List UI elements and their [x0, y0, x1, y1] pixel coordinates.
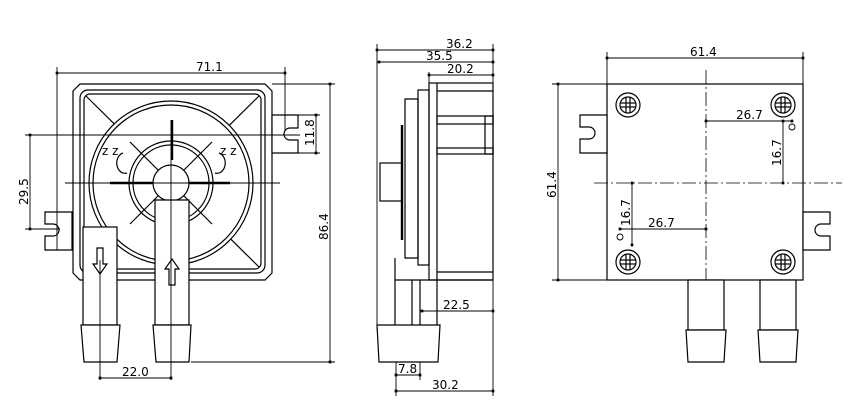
dim-front-width: 71.1	[196, 60, 223, 74]
dim-bottom-depth: 30.2	[432, 378, 459, 392]
side-view: 36.2 35.5 20.2 22.5 7.8 30.2	[375, 37, 495, 396]
rear-tube-left	[687, 279, 725, 331]
dim-overall-depth: 36.2	[446, 37, 473, 51]
dim-front-height: 86.4	[317, 213, 331, 240]
screw-hole-icon	[615, 249, 641, 275]
inlet-fitting	[152, 324, 192, 363]
svg-text:z z: z z	[220, 144, 236, 158]
mounting-tab-left	[44, 211, 73, 251]
crosshair-icon	[616, 233, 624, 241]
dim-hole-y-lower: 16.7	[619, 199, 633, 226]
side-flange	[417, 89, 430, 266]
dim-hole-x-lower: 26.7	[648, 216, 675, 230]
rotation-arrow-icon	[214, 152, 226, 174]
dim-motor-depth: 20.2	[447, 62, 474, 76]
screw-hole-icon	[615, 92, 641, 118]
flow-out-arrow-icon	[91, 247, 109, 276]
dim-body-depth: 35.5	[426, 49, 453, 63]
dim-tab-offset: 29.5	[17, 178, 31, 205]
side-hub	[379, 162, 403, 202]
screw-hole-icon	[770, 249, 796, 275]
motor-body	[428, 82, 494, 281]
dim-tab-height: 11.8	[303, 119, 317, 146]
rear-tube-right	[759, 279, 797, 331]
dim-port-spacing: 22.0	[122, 365, 149, 379]
dim-rear-width: 61.4	[690, 45, 717, 59]
rotation-arrow-icon	[116, 152, 128, 174]
dim-hole-x-upper: 26.7	[736, 108, 763, 122]
dim-hole-y-upper: 16.7	[770, 139, 784, 166]
side-fitting	[376, 324, 441, 363]
front-housing	[72, 83, 273, 281]
flow-in-arrow-icon	[163, 257, 181, 286]
rear-tab-right	[802, 211, 831, 251]
outlet-fitting	[80, 324, 121, 363]
front-view: z z z z 71.1 86.4 11.8 29.5	[17, 60, 335, 380]
rotor-cover	[404, 98, 419, 259]
svg-text:z z: z z	[102, 144, 118, 158]
crosshair-icon	[788, 123, 796, 131]
rear-view: 61.4 61.4 26.7 16.7 26.7 16.7	[545, 45, 842, 363]
dim-port-width: 7.8	[398, 362, 417, 376]
screw-hole-icon	[770, 92, 796, 118]
rear-tab-left	[579, 114, 608, 154]
dim-rear-height: 61.4	[545, 171, 559, 198]
dim-port-depth: 22.5	[443, 298, 470, 312]
inlet-tube	[154, 199, 190, 326]
